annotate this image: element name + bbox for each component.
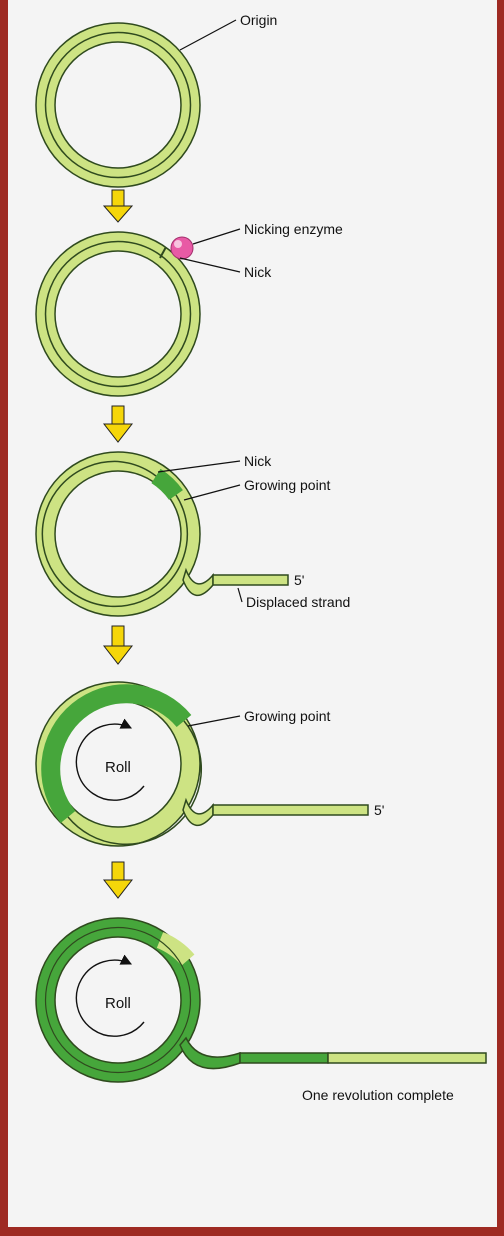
growing-point-label-1: Growing point	[244, 477, 330, 493]
displaced-strand-leader-line	[238, 588, 242, 602]
one-revolution-label: One revolution complete	[302, 1087, 454, 1103]
origin-leader-line	[180, 20, 236, 50]
growing-point-leader-line-2	[188, 716, 240, 726]
five-prime-label-2: 5'	[374, 802, 384, 818]
diagram-canvas: Origin Nicking enzyme Nick Nick Growing …	[8, 0, 497, 1227]
displaced-strand-3	[183, 570, 288, 595]
nick-leader-line-2	[158, 461, 240, 472]
roll-label-2: Roll	[105, 995, 131, 1012]
growing-point-label-2: Growing point	[244, 708, 330, 724]
nick-leader-line-1	[180, 258, 240, 272]
displaced-strand-label: Displaced strand	[246, 594, 350, 610]
yellow-arrow-4	[104, 862, 132, 898]
stage-1-circle	[36, 23, 200, 187]
five-prime-label-1: 5'	[294, 572, 304, 588]
growing-point-leader-line-1	[184, 485, 240, 500]
nicking-enzyme-label: Nicking enzyme	[244, 221, 343, 237]
rolling-circle-diagram: Origin Nicking enzyme Nick Nick Growing …	[8, 0, 497, 1227]
nicking-enzyme-icon	[171, 237, 193, 259]
yellow-arrow-3	[104, 626, 132, 664]
origin-label: Origin	[240, 12, 277, 28]
nick-label-2: Nick	[244, 453, 272, 469]
roll-label-1: Roll	[105, 759, 131, 776]
stage-3-circle	[36, 452, 200, 616]
displaced-strand-4	[183, 800, 368, 825]
nick-label-1: Nick	[244, 264, 272, 280]
nicking-enzyme-leader-line	[193, 229, 240, 244]
yellow-arrow-1	[104, 190, 132, 222]
yellow-arrow-2	[104, 406, 132, 442]
displaced-strand-5	[180, 1038, 486, 1069]
